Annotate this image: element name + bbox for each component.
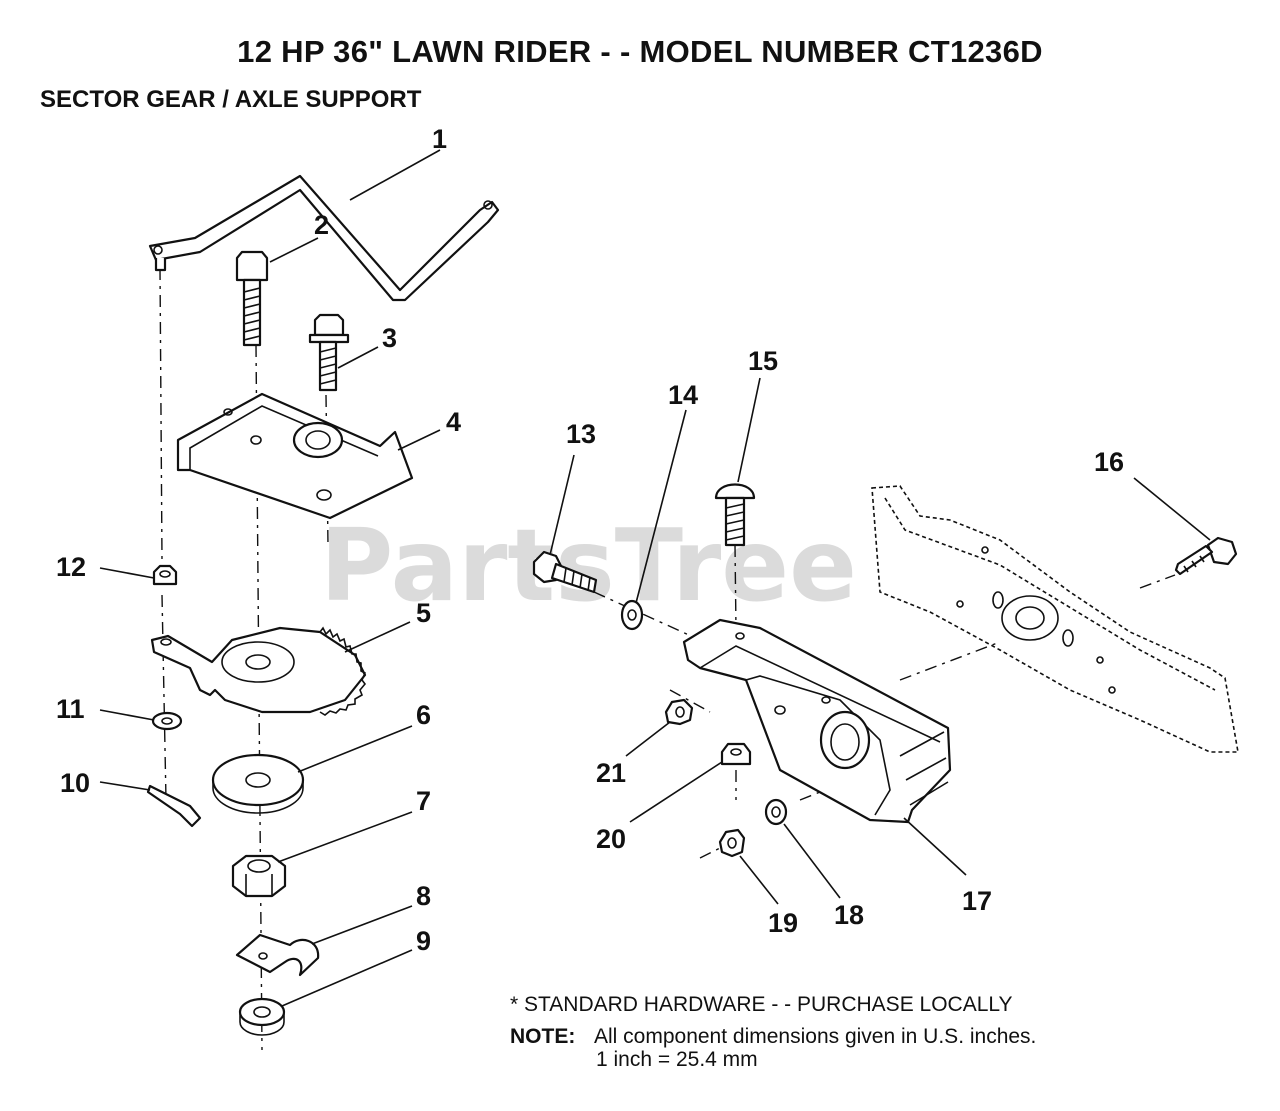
callout-2: 2 [314, 210, 329, 240]
spring-clip [235, 933, 320, 977]
assembly-axis-line [161, 594, 167, 801]
leader-line-3 [337, 346, 379, 369]
leader-line-10 [99, 781, 151, 791]
standard-hardware-note: * STANDARD HARDWARE - - PURCHASE LOCALLY [510, 993, 1013, 1016]
cotter-pin [146, 784, 202, 828]
watermark: PartsTree [320, 507, 857, 624]
note-label: NOTE: [510, 1025, 576, 1048]
assembly-axis-line [669, 689, 711, 713]
leader-line-2 [269, 237, 319, 263]
section-title: SECTOR GEAR / AXLE SUPPORT [40, 86, 422, 113]
flat-washer-small [151, 711, 183, 731]
page-title: 12 HP 36" LAWN RIDER - - MODEL NUMBER CT… [237, 34, 1043, 69]
flange-bolt [308, 313, 350, 392]
leader-line-11 [99, 709, 155, 721]
carriage-bolt [714, 483, 756, 547]
leader-line-7 [277, 811, 413, 863]
leader-line-4 [397, 429, 441, 451]
leader-line-6 [297, 725, 413, 773]
leader-line-17 [903, 817, 967, 876]
leader-line-18 [783, 823, 841, 899]
thrust-washer [211, 753, 305, 814]
assembly-axis-line [899, 641, 1001, 681]
leader-line-19 [739, 855, 779, 905]
assembly-axis-line [799, 787, 831, 801]
leader-line-20 [629, 761, 723, 823]
callout-21: 21 [596, 758, 626, 788]
leader-line-12 [99, 567, 155, 579]
leader-line-5 [344, 621, 411, 653]
note-conversion: 1 inch = 25.4 mm [596, 1048, 758, 1071]
leader-line-13 [549, 454, 575, 556]
frame-bolt [1174, 536, 1238, 576]
axle-support-bracket [682, 618, 952, 824]
frame-rail [871, 485, 1239, 753]
hex-nut-small [152, 564, 178, 586]
sector-gear-bracket [176, 392, 414, 520]
callout-5: 5 [416, 598, 431, 628]
bushing [238, 997, 286, 1036]
callout-19: 19 [768, 908, 798, 938]
callout-6: 6 [416, 700, 431, 730]
assembly-axis-line [699, 847, 721, 859]
callout-10: 10 [60, 768, 90, 798]
hex-nut-large [231, 854, 287, 898]
callout-7: 7 [416, 786, 431, 816]
callout-12: 12 [56, 552, 86, 582]
lock-washer [764, 798, 788, 826]
callout-3: 3 [382, 323, 397, 353]
callout-17: 17 [962, 886, 992, 916]
callout-18: 18 [834, 900, 864, 930]
callout-16: 16 [1094, 447, 1124, 477]
leader-line-14 [635, 409, 687, 604]
callout-4: 4 [446, 407, 461, 437]
assembly-axis-line [593, 591, 701, 641]
hex-nut-21 [664, 698, 694, 726]
callout-13: 13 [566, 419, 596, 449]
hex-bolt [235, 250, 269, 347]
assembly-axis-line [1139, 574, 1176, 589]
leader-line-1 [349, 149, 441, 201]
callout-9: 9 [416, 926, 431, 956]
callout-11: 11 [56, 694, 85, 724]
leader-line-9 [281, 949, 413, 1007]
note-dimensions: All component dimensions given in U.S. i… [594, 1025, 1037, 1048]
assembly-axis-line [159, 267, 163, 561]
sector-gear [150, 626, 367, 716]
callout-1: 1 [432, 124, 447, 154]
leader-line-15 [737, 377, 761, 483]
axle-hex-bolt [532, 550, 598, 594]
callout-15: 15 [748, 346, 778, 376]
callout-20: 20 [596, 824, 626, 854]
leader-line-8 [311, 905, 413, 945]
leader-line-21 [625, 721, 671, 757]
leader-line-16 [1133, 477, 1211, 541]
hex-nut-19 [718, 828, 746, 858]
callout-8: 8 [416, 881, 431, 911]
hex-nut-20 [720, 742, 752, 766]
axle-washer [620, 599, 644, 631]
drag-link-rod [148, 174, 500, 302]
callout-14: 14 [668, 380, 698, 410]
